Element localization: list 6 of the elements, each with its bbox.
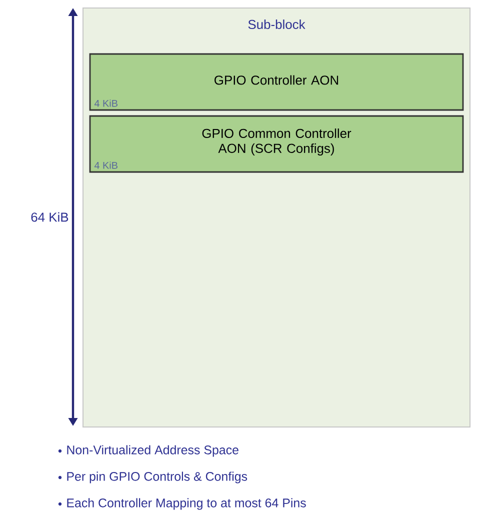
bullet-item: Each Controller Mapping to at most 64 Pins [67, 498, 306, 510]
size-label: 4 KiB [94, 100, 118, 107]
bullet-item: Per pin GPIO Controls & Configs [67, 472, 248, 484]
dimension-label: 64 KiB [31, 212, 68, 222]
bullet-item: Non-Virtualized Address Space [67, 445, 238, 457]
size-label: 4 KiB [94, 162, 118, 169]
